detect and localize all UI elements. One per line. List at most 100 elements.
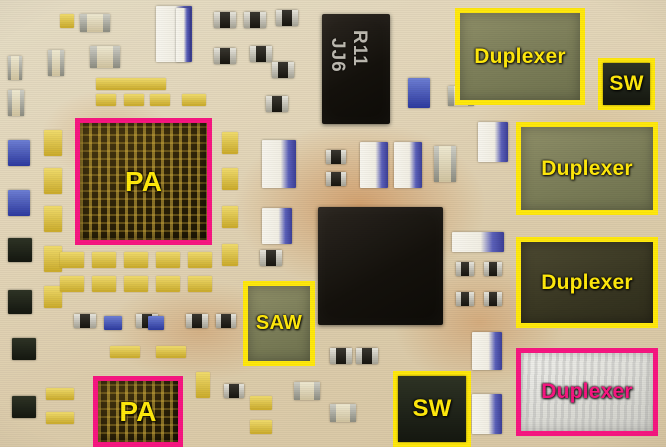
smd-component — [92, 252, 116, 268]
smd-component — [326, 150, 346, 164]
smd-component — [214, 12, 236, 28]
smd-component — [80, 14, 110, 32]
smd-component — [222, 244, 238, 266]
annotation-label-duplexer-1: Duplexer — [474, 44, 566, 68]
smd-component — [44, 246, 62, 272]
smd-component — [48, 50, 65, 76]
smd-component — [394, 142, 422, 188]
smd-component — [44, 206, 62, 232]
smd-component — [196, 372, 210, 398]
annotation-box-power-amp-2: PA — [93, 376, 183, 447]
smd-component — [124, 94, 144, 106]
smd-component — [12, 338, 36, 360]
smd-component — [272, 62, 294, 78]
smd-component — [330, 404, 356, 422]
smd-component — [8, 238, 32, 262]
chip-body-switch-top — [603, 63, 650, 105]
smd-component — [408, 78, 430, 108]
smd-component — [156, 276, 180, 292]
annotation-label-switch-top: SW — [609, 72, 644, 95]
chip-body-saw-filter — [248, 286, 310, 361]
annotation-box-switch-top: SW — [598, 58, 655, 110]
smd-component — [456, 292, 474, 306]
annotation-box-duplexer-1: Duplexer — [455, 8, 585, 105]
smd-component — [188, 252, 212, 268]
annotation-label-power-amp-1: PA — [124, 165, 163, 197]
smd-component — [74, 314, 96, 328]
smd-component — [150, 94, 170, 106]
smd-component — [182, 94, 206, 106]
smd-component — [250, 46, 272, 62]
smd-component — [456, 262, 474, 276]
smd-component — [478, 122, 508, 162]
smd-component — [222, 168, 238, 190]
smd-component — [360, 142, 388, 188]
annotation-box-duplexer-3: Duplexer — [516, 237, 658, 328]
smd-component — [12, 396, 36, 418]
smd-component — [472, 394, 502, 434]
smd-component — [224, 384, 244, 398]
smd-component — [244, 12, 266, 28]
smd-component — [472, 332, 502, 370]
smd-component — [250, 396, 272, 410]
silkscreen-text: R11 — [349, 30, 370, 67]
smd-component — [484, 262, 502, 276]
chip-body-power-amp-1 — [80, 123, 207, 240]
smd-component — [294, 382, 320, 400]
smd-component — [8, 290, 32, 314]
annotation-box-switch-bottom: SW — [393, 371, 471, 447]
annotation-label-saw-filter: SAW — [255, 312, 303, 334]
chip-body-duplexer-3 — [521, 242, 653, 323]
smd-component — [44, 130, 62, 156]
smd-component — [188, 276, 212, 292]
chip-body-power-amp-2 — [98, 381, 178, 442]
smd-component — [356, 348, 378, 364]
smd-component — [44, 286, 62, 308]
smd-component — [262, 140, 296, 188]
smd-component — [452, 232, 504, 252]
smd-component — [214, 48, 236, 64]
smd-component — [8, 190, 30, 216]
smd-component — [96, 94, 116, 106]
chip-body-switch-bottom — [398, 376, 466, 442]
smd-component — [124, 276, 148, 292]
annotation-label-duplexer-2: Duplexer — [541, 156, 633, 180]
silkscreen-text: JJ6 — [327, 38, 348, 73]
smd-component — [216, 314, 236, 328]
smd-component — [90, 46, 120, 68]
smd-component — [46, 388, 74, 400]
smd-component — [148, 316, 164, 330]
smd-component — [176, 8, 190, 62]
annotation-box-saw-filter: SAW — [243, 281, 315, 366]
smd-component — [110, 346, 140, 358]
smd-component — [104, 316, 122, 330]
chip-body-duplexer-4 — [521, 353, 653, 431]
smd-component — [60, 276, 84, 292]
smd-component — [276, 10, 298, 26]
smd-component — [266, 96, 288, 112]
annotation-box-power-amp-1: PA — [75, 118, 212, 245]
smd-component — [8, 90, 25, 116]
smd-component — [60, 252, 84, 268]
smd-component — [326, 172, 346, 186]
smd-component — [250, 420, 272, 434]
annotation-label-switch-bottom: SW — [412, 395, 452, 422]
main-transceiver-ic — [318, 207, 443, 325]
header-ic-chip — [322, 14, 390, 124]
chip-body-duplexer-2 — [521, 127, 653, 210]
smd-component — [44, 168, 62, 194]
smd-component — [156, 346, 186, 358]
smd-component — [156, 252, 180, 268]
smd-component — [8, 56, 23, 80]
smd-component — [222, 132, 238, 154]
smd-component — [222, 206, 238, 228]
smd-component — [96, 78, 166, 90]
smd-component — [260, 250, 282, 266]
chip-body-duplexer-1 — [460, 13, 580, 100]
smd-component — [330, 348, 352, 364]
smd-component — [186, 314, 208, 328]
smd-component — [92, 276, 116, 292]
smd-component — [60, 14, 74, 28]
smd-component — [434, 146, 457, 182]
